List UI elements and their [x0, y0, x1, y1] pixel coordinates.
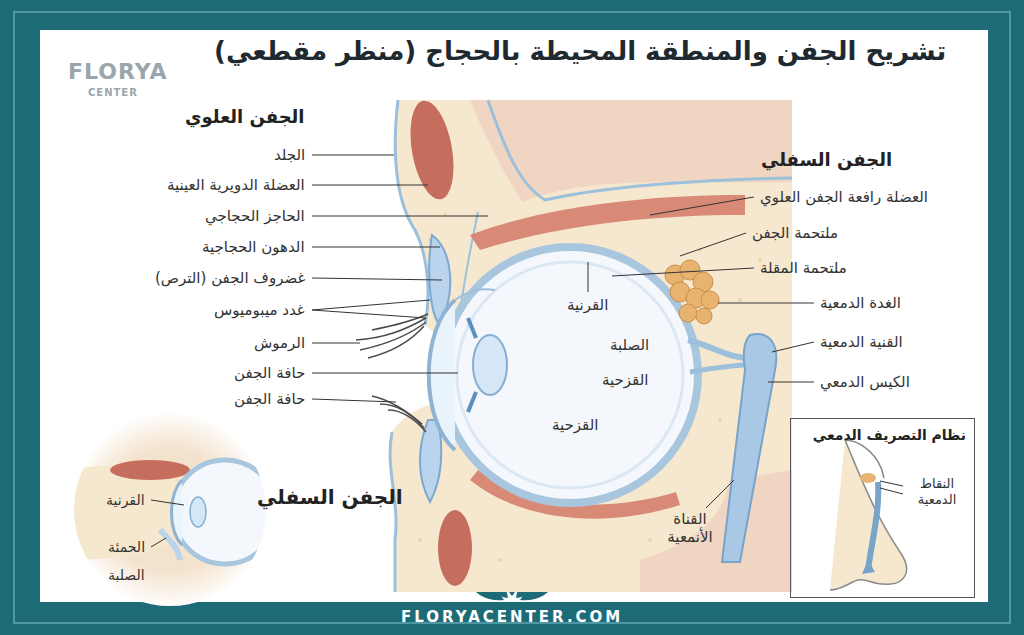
part-label: الدهون الحجاجية [202, 238, 305, 256]
part-label: القزحية [552, 416, 598, 434]
part-label: القرنية [567, 296, 608, 314]
part-label: الحمئة [108, 539, 145, 556]
section-heading: الجفن العلوي [185, 106, 305, 128]
part-label: حافة الجفن [234, 364, 305, 382]
part-label: ملتحمة المقلة [760, 259, 847, 277]
part-label: القنية الدمعية [820, 333, 903, 351]
part-label: الغدة الدمعية [820, 294, 901, 312]
part-label: الرموش [254, 334, 305, 352]
part-label: ملتحمة الجفن [752, 224, 838, 242]
website-url: FLORYACENTER.COM [401, 608, 623, 626]
part-label: الحاجز الحجاجي [205, 207, 305, 225]
part-label: الصلبة [610, 336, 649, 354]
section-heading: الجفن السفلي [761, 149, 892, 171]
part-label: حافة الجفن [234, 390, 305, 408]
part-label: الجلد [274, 146, 305, 164]
eyeball [429, 247, 698, 503]
part-label: النقاط الدمعية [906, 476, 968, 507]
watermark: FLORYA [68, 59, 168, 85]
part-label: القرنية [106, 492, 145, 509]
nose-inset-drawing [830, 440, 907, 590]
part-label: الصلبة [108, 567, 145, 584]
part-label: غدد ميبوميوس [214, 301, 305, 319]
section-heading: الجفن السفلي [257, 485, 403, 509]
title: تشريح الجفن والمنطقة المحيطة بالحجاج (من… [214, 36, 946, 67]
part-label: القناة الأنمعية [655, 510, 725, 546]
watermark: CENTER [88, 87, 138, 99]
part-label: العضلة الدويرية العينية [167, 176, 305, 194]
box-heading: نظام التصريف الدمعي [813, 427, 966, 443]
inset-box: نظام التصريف الدمعي [790, 418, 975, 598]
part-label: الكيس الدمعي [820, 373, 910, 391]
part-label: العضلة رافعة الجفن العلوي [760, 188, 928, 206]
part-label: غضروف الجفن (الترص) [155, 269, 305, 287]
lower-lid-inset [70, 410, 277, 610]
part-label: القزحية [602, 371, 648, 389]
